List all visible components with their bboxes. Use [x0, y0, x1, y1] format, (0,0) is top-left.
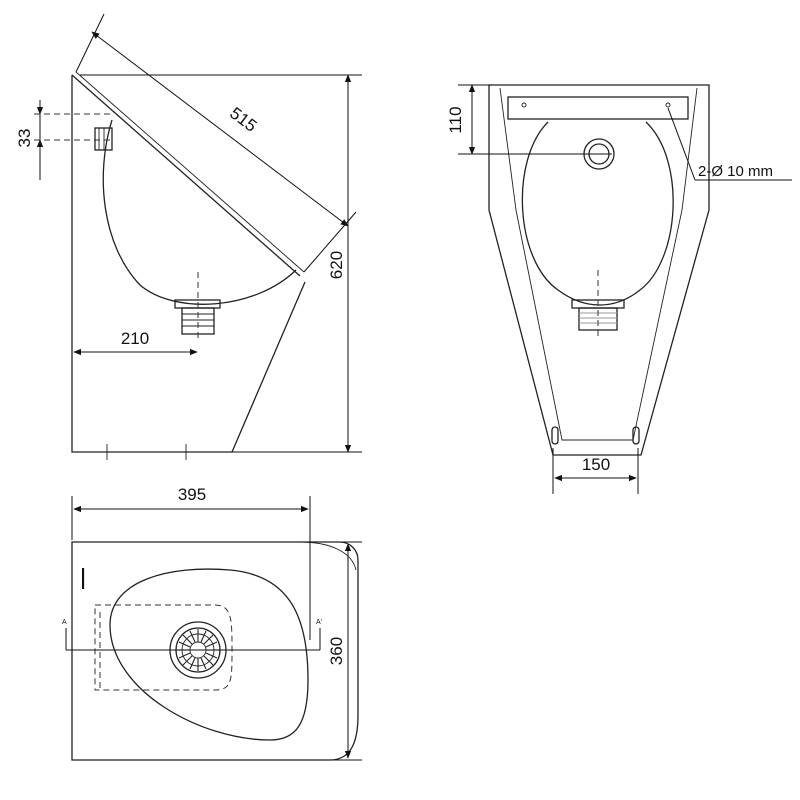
logo-mark: ▬▬▬: [80, 568, 87, 589]
hole-note-label: 2-Ø 10 mm: [698, 163, 773, 180]
dimension-150-label: 150: [582, 455, 610, 474]
dimension-210: 210: [73, 329, 198, 356]
dimension-620-label: 620: [327, 251, 346, 279]
dimension-515: 515: [75, 13, 357, 273]
drain-fitting: [174, 272, 221, 340]
dimension-33: 33: [15, 100, 112, 180]
dimension-110-label: 110: [446, 106, 465, 133]
dimension-620: 620: [80, 74, 362, 453]
dimension-33-label: 33: [15, 129, 34, 148]
side-view: 515 620 33 210: [15, 13, 362, 460]
section-mark-a-prime: A': [316, 619, 322, 626]
bowl-outline: [102, 119, 297, 305]
slot-hole-right: [632, 426, 640, 445]
top-view: ▬▬▬: [62, 485, 362, 761]
dimension-360-label: 360: [327, 637, 346, 665]
hole-callout: 2-Ø 10 mm: [667, 107, 792, 181]
section-mark-a: A: [62, 619, 67, 626]
slot-hole-left: [551, 426, 559, 445]
dimension-395: 395: [71, 485, 311, 640]
front-bowl-outline: [521, 121, 674, 306]
top-bowl-outline: [109, 568, 309, 741]
front-view: 110 150 2-Ø 10 mm: [446, 84, 792, 494]
front-drain: [571, 270, 625, 340]
section-line: A A': [62, 619, 322, 651]
dimension-110: 110: [446, 84, 612, 155]
dimension-395-label: 395: [178, 485, 206, 504]
dimension-150: 150: [552, 448, 639, 494]
dimension-360: 360: [327, 541, 362, 761]
dimension-210-label: 210: [121, 329, 149, 348]
dimension-515-label: 515: [226, 103, 260, 135]
